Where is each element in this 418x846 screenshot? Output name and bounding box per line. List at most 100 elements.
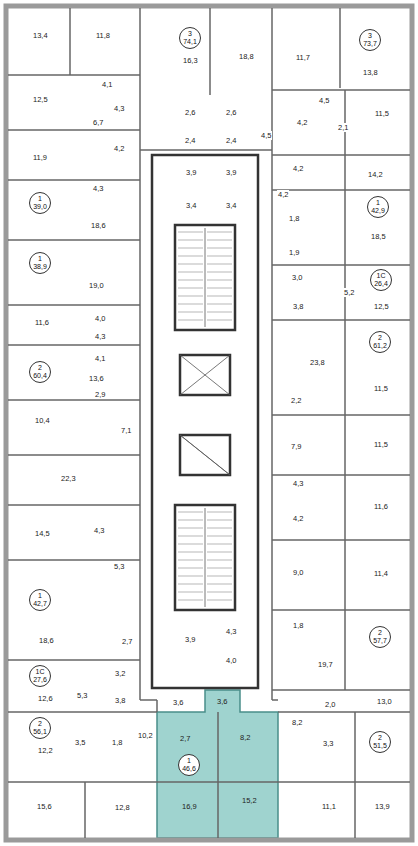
room-area: 5,3 [113,562,125,571]
room-area: 4,5 [260,131,272,140]
apartment-marker: 1С26,4 [370,269,392,291]
room-area: 1,8 [288,214,300,223]
room-area: 2,6 [225,108,237,117]
room-area: 5,3 [76,691,88,700]
apartment-marker: 256,1 [29,717,51,739]
apartment-marker: 261,2 [369,331,391,353]
apartment-area: 42,9 [371,207,385,215]
room-area: 23,8 [309,358,326,367]
room-area: 2,4 [225,136,237,145]
room-area: 2,6 [184,108,196,117]
room-count: 1 [376,199,380,207]
apartment-area: 56,1 [33,728,47,736]
apartment-area: 38,9 [33,263,47,271]
room-count: 1 [38,195,42,203]
apartment-marker: 251,5 [369,731,391,753]
room-area: 3,6 [172,698,184,707]
room-area: 4,2 [277,190,289,199]
room-area: 12,8 [114,803,131,812]
apartment-area: 26,4 [374,280,388,288]
apartment-area: 27,6 [33,676,47,684]
room-area: 4,0 [94,314,106,323]
room-area: 13,4 [32,31,49,40]
room-area: 1,8 [111,738,123,747]
room-area: 19,7 [317,660,334,669]
room-area: 13,8 [362,68,379,77]
room-area: 11,5 [373,440,389,449]
room-area: 11,8 [95,31,111,40]
room-area: 8,2 [239,733,251,742]
room-area: 12,6 [37,694,54,703]
room-area: 18,5 [370,232,387,241]
room-area: 2,7 [121,637,133,646]
room-area: 18,8 [238,52,255,61]
room-count: 1С [36,668,45,676]
room-area: 4,0 [225,656,237,665]
room-area: 9,0 [292,568,304,577]
room-area: 4,3 [92,184,104,193]
apartment-area: 61,2 [373,342,387,350]
room-area: 18,6 [38,636,55,645]
apartment-area: 42,7 [33,600,47,608]
room-area: 15,2 [241,796,258,805]
apartment-marker: 257,7 [369,626,391,648]
room-area: 3,2 [114,669,126,678]
room-area: 3,0 [291,273,303,282]
apartment-marker: 260,4 [29,361,51,383]
room-area: 11,5 [374,109,390,118]
room-area: 3,9 [184,635,196,644]
room-area: 1,9 [288,248,300,257]
room-area: 11,4 [373,569,389,578]
room-area: 4,3 [94,332,106,341]
room-area: 10,4 [34,416,51,425]
room-count: 2 [378,734,382,742]
room-area: 13,0 [376,697,393,706]
room-count: 2 [378,334,382,342]
room-area: 2,7 [179,734,191,743]
room-area: 11,9 [32,153,48,162]
apartment-marker: 146,6 [178,754,200,776]
room-count: 3 [188,30,192,38]
room-area: 6,7 [92,118,104,127]
room-area: 3,9 [185,168,197,177]
room-area: 3,8 [114,696,126,705]
apartment-marker: 138,9 [29,252,51,274]
room-area: 11,6 [34,318,50,327]
apartment-area: 60,4 [33,372,47,380]
room-area: 22,3 [60,474,77,483]
room-area: 7,1 [120,426,132,435]
apartment-area: 74,1 [183,38,197,46]
apartment-marker: 374,1 [179,27,201,49]
apartment-area: 57,7 [373,637,387,645]
room-area: 4,5 [318,96,330,105]
apartment-marker: 142,9 [367,196,389,218]
room-area: 2,2 [290,396,302,405]
room-area: 3,5 [74,738,86,747]
room-area: 3,9 [225,168,237,177]
room-area: 10,2 [137,731,154,740]
room-area: 7,9 [290,442,302,451]
room-area: 4,1 [94,354,106,363]
room-area: 3,8 [292,302,304,311]
room-area: 4,2 [292,514,304,523]
room-area: 12,2 [37,746,54,755]
room-area: 4,3 [93,526,105,535]
room-area: 2,9 [94,390,106,399]
room-area: 4,3 [113,104,125,113]
room-area: 13,9 [374,802,391,811]
room-area: 4,3 [225,627,237,636]
room-area: 8,2 [291,718,303,727]
apartment-area: 73,7 [363,40,377,48]
room-count: 1 [187,757,191,765]
room-area: 11,6 [373,502,389,511]
room-area: 16,3 [182,56,199,65]
room-area: 2,0 [324,700,336,709]
apartment-area: 39,0 [33,203,47,211]
room-area: 3,4 [225,201,237,210]
room-area: 1,8 [292,621,304,630]
room-area: 12,5 [32,95,49,104]
room-area: 2,1 [337,123,349,132]
room-area: 3,6 [216,697,228,706]
